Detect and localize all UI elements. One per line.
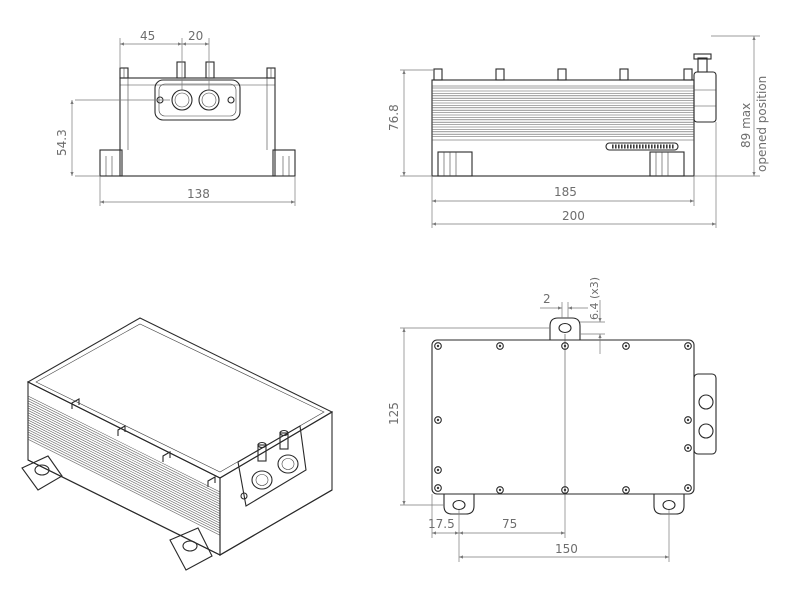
front-foot-right (272, 149, 296, 177)
isometric-view (21, 317, 334, 571)
dim-slot-size: 6.4 (x3) (588, 277, 601, 320)
iso-foot-right (169, 527, 213, 571)
iso-end-face (219, 411, 333, 556)
dim-slot-width: 2 (543, 292, 551, 306)
top-screws (434, 342, 692, 494)
dim-side-height: 76.8 (387, 104, 401, 131)
dim-side-max-height-note: opened position (755, 76, 769, 172)
top-body-outline (431, 339, 695, 495)
top-ear-center (549, 317, 581, 340)
side-view: 76.8 185 200 89 max opened position (387, 35, 769, 228)
iso-foot-left (21, 455, 63, 491)
iso-port-hole-left (251, 470, 273, 490)
dim-side-length-body: 185 (554, 185, 577, 199)
dim-top-offset: 17.5 (428, 517, 455, 531)
front-pin-left (176, 61, 186, 79)
side-connector-strip (605, 142, 679, 151)
side-end-cap (693, 71, 717, 123)
dim-side-length-total: 200 (562, 209, 585, 223)
dim-top-total-hole-spacing: 150 (555, 542, 578, 556)
iso-pin-left (257, 444, 267, 462)
dim-side-max-height: 89 max (739, 103, 753, 148)
iso-pin-right (279, 432, 289, 450)
iso-top-face (26, 317, 334, 479)
dim-port-pitch: 20 (188, 29, 203, 43)
side-body-outline (431, 79, 695, 177)
front-foot-left (99, 149, 123, 177)
front-body-outline (119, 77, 276, 177)
top-view: 2 6.4 (x3) 125 17.5 75 150 (387, 277, 717, 562)
dim-top-hole-spacing: 75 (502, 517, 517, 531)
dim-port-offset: 45 (140, 29, 155, 43)
dim-front-height: 54.3 (55, 129, 69, 156)
front-view: 45 20 54.3 138 (55, 29, 296, 206)
dim-top-depth: 125 (387, 402, 401, 425)
side-foot-right (649, 151, 685, 177)
side-foot-left (437, 151, 473, 177)
iso-port-plate (237, 425, 307, 507)
top-end-cap (693, 373, 717, 455)
front-pin-right (205, 61, 215, 79)
iso-heatsink-fins (27, 395, 221, 536)
iso-port-hole-right (277, 454, 299, 474)
side-heatsink-fins (432, 90, 694, 137)
dim-front-width: 138 (187, 187, 210, 201)
side-knob (697, 57, 708, 73)
